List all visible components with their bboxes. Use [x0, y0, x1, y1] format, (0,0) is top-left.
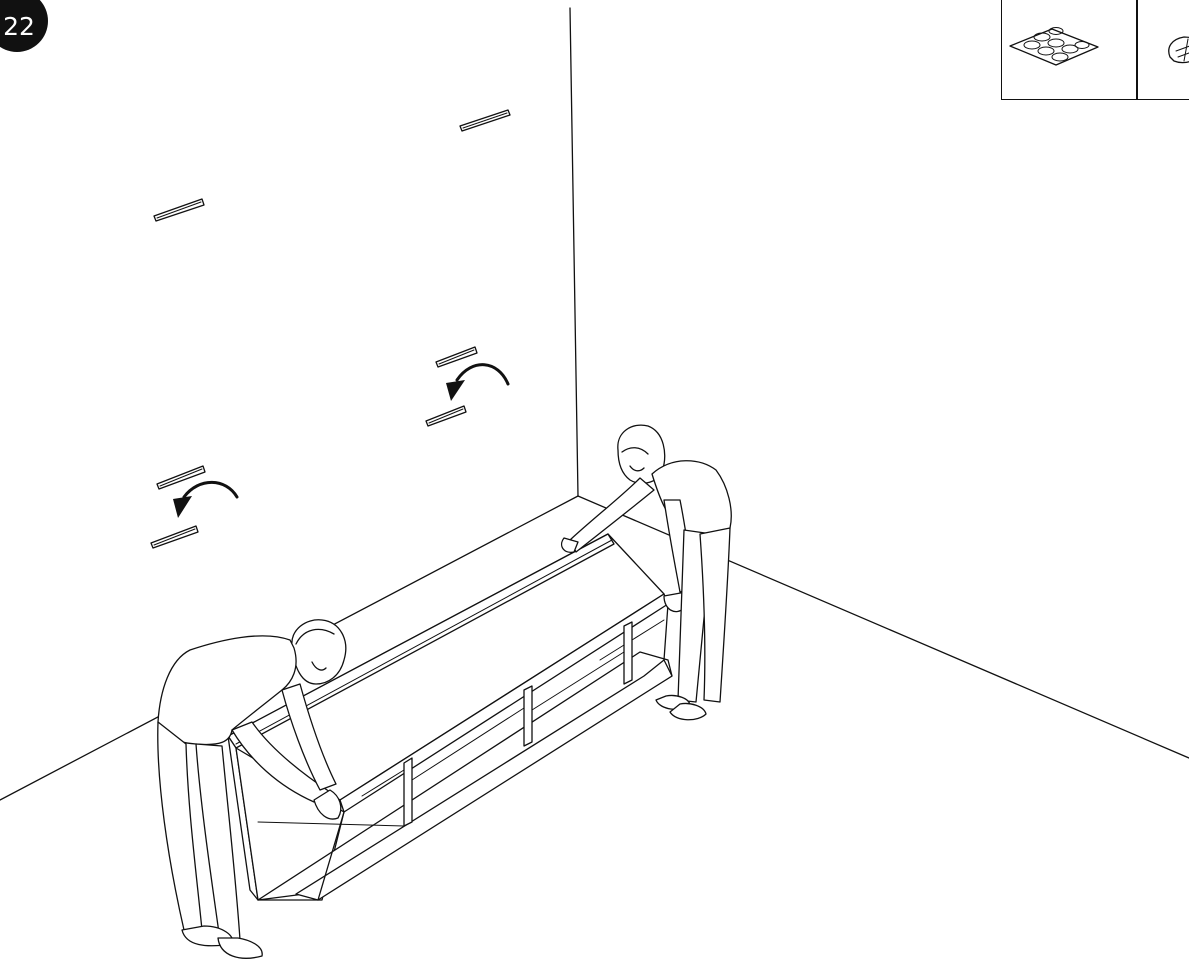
wall-corner-line — [570, 8, 578, 496]
wall-bracket-top-right — [460, 110, 510, 131]
step-number: 22 — [3, 12, 35, 41]
wall-bracket-mid-upper — [436, 347, 477, 367]
wall-bracket-mid-lower — [426, 406, 466, 426]
wall-bracket-left-lower — [151, 526, 198, 548]
wall-bracket-top-left — [154, 199, 204, 221]
felt-pads-sheet-icon — [1002, 0, 1136, 99]
rotation-arrow-mid-icon — [446, 365, 508, 401]
parts-panel — [1001, 0, 1189, 100]
rotation-arrow-left-icon — [173, 482, 237, 518]
screw-icon — [1138, 0, 1189, 99]
